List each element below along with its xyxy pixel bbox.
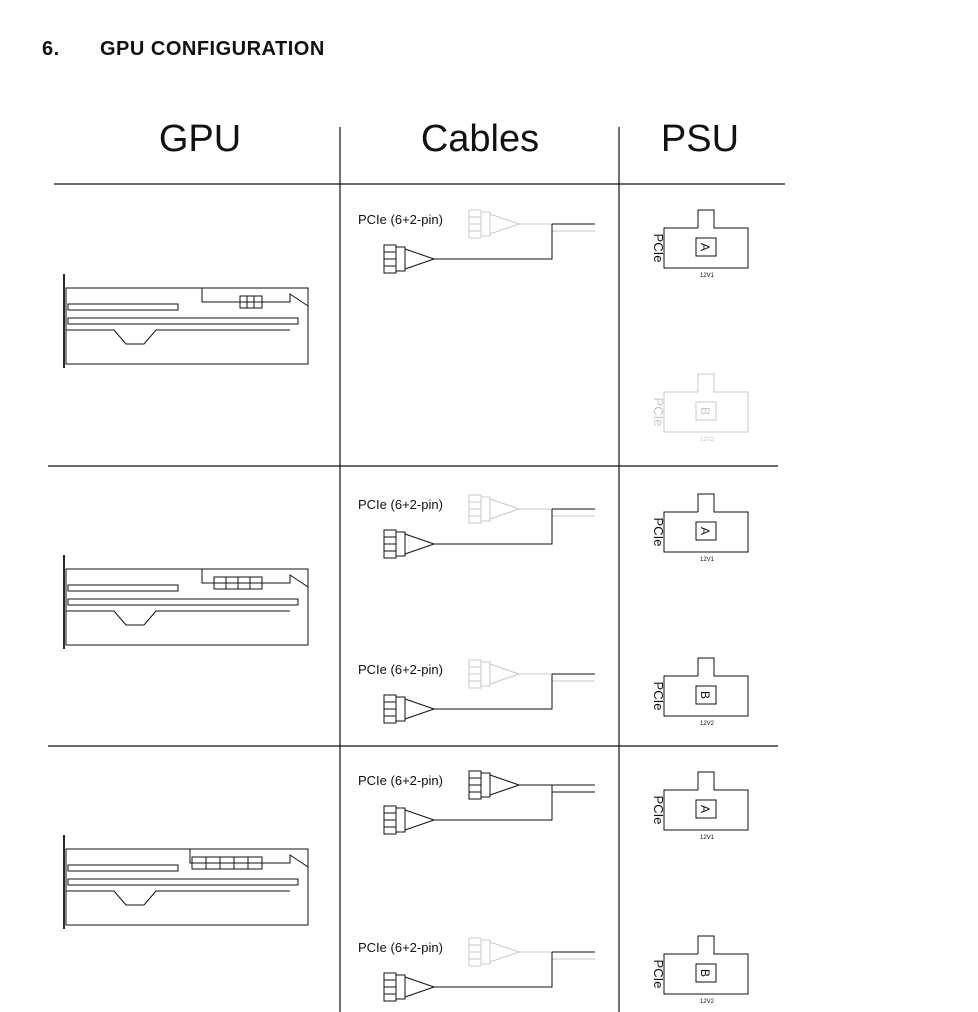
- cable-top-connector: [468, 937, 595, 967]
- cable-bottom-connector: [383, 223, 595, 274]
- psu-rail-label: 12V2: [700, 999, 715, 1005]
- psu-port-letter: B: [698, 969, 712, 977]
- psu-rail-label: 12V2: [700, 721, 715, 727]
- column-header-gpu: GPU: [158, 118, 242, 160]
- psu-rail-label: 12V1: [700, 273, 715, 279]
- pcie-cable-5: PCIe (6+2-pin): [358, 937, 595, 1002]
- psu-port-3b: B PCIe 12V2: [651, 935, 749, 1005]
- pcie-cable-4: PCIe (6+2-pin): [358, 770, 595, 835]
- cable-bottom-connector: [383, 673, 595, 724]
- cable-bottom-connector: [383, 951, 595, 1002]
- psu-port-label: PCIe: [651, 398, 666, 427]
- psu-port-2a: A PCIe 12V1: [651, 493, 749, 563]
- psu-rail-label: 12V1: [700, 557, 715, 563]
- gpu-card-3: [63, 835, 309, 929]
- psu-port-label: PCIe: [651, 234, 666, 263]
- psu-port-1a: A PCIe 12V1: [651, 209, 749, 279]
- psu-port-label: PCIe: [651, 682, 666, 711]
- pcie-cable-2: PCIe (6+2-pin): [358, 494, 595, 559]
- cable-bottom-connector: [383, 784, 595, 835]
- pcie-cable-label: PCIe (6+2-pin): [358, 773, 443, 788]
- pcie-cable-label: PCIe (6+2-pin): [358, 497, 443, 512]
- psu-port-label: PCIe: [651, 796, 666, 825]
- column-header-cables: Cables: [420, 118, 540, 160]
- psu-rail-label: 12V1: [700, 835, 715, 841]
- psu-port-letter: B: [698, 691, 712, 699]
- psu-rail-label: 12V2: [700, 437, 715, 443]
- psu-port-letter: A: [698, 243, 712, 251]
- psu-port-1b: B PCIe 12V2: [651, 373, 749, 443]
- pcie-cable-1: PCIe (6+2-pin): [358, 209, 595, 274]
- pcie-cable-label: PCIe (6+2-pin): [358, 212, 443, 227]
- column-header-psu: PSU: [660, 118, 740, 160]
- psu-port-letter: B: [698, 407, 712, 415]
- psu-port-letter: A: [698, 527, 712, 535]
- cable-bottom-connector: [383, 508, 595, 559]
- psu-port-2b: B PCIe 12V2: [651, 657, 749, 727]
- pcie-cable-label: PCIe (6+2-pin): [358, 940, 443, 955]
- psu-port-label: PCIe: [651, 518, 666, 547]
- section-number: 6.: [42, 38, 60, 60]
- cable-top-connector: [468, 770, 595, 800]
- section-title: GPU CONFIGURATION: [100, 38, 325, 60]
- pcie-cable-label: PCIe (6+2-pin): [358, 662, 443, 677]
- gpu-card-1: [63, 274, 309, 368]
- psu-port-letter: A: [698, 805, 712, 813]
- gpu-card-2: [63, 555, 309, 649]
- pcie-cable-3: PCIe (6+2-pin): [358, 659, 595, 724]
- psu-port-3a: A PCIe 12V1: [651, 771, 749, 841]
- psu-port-label: PCIe: [651, 960, 666, 989]
